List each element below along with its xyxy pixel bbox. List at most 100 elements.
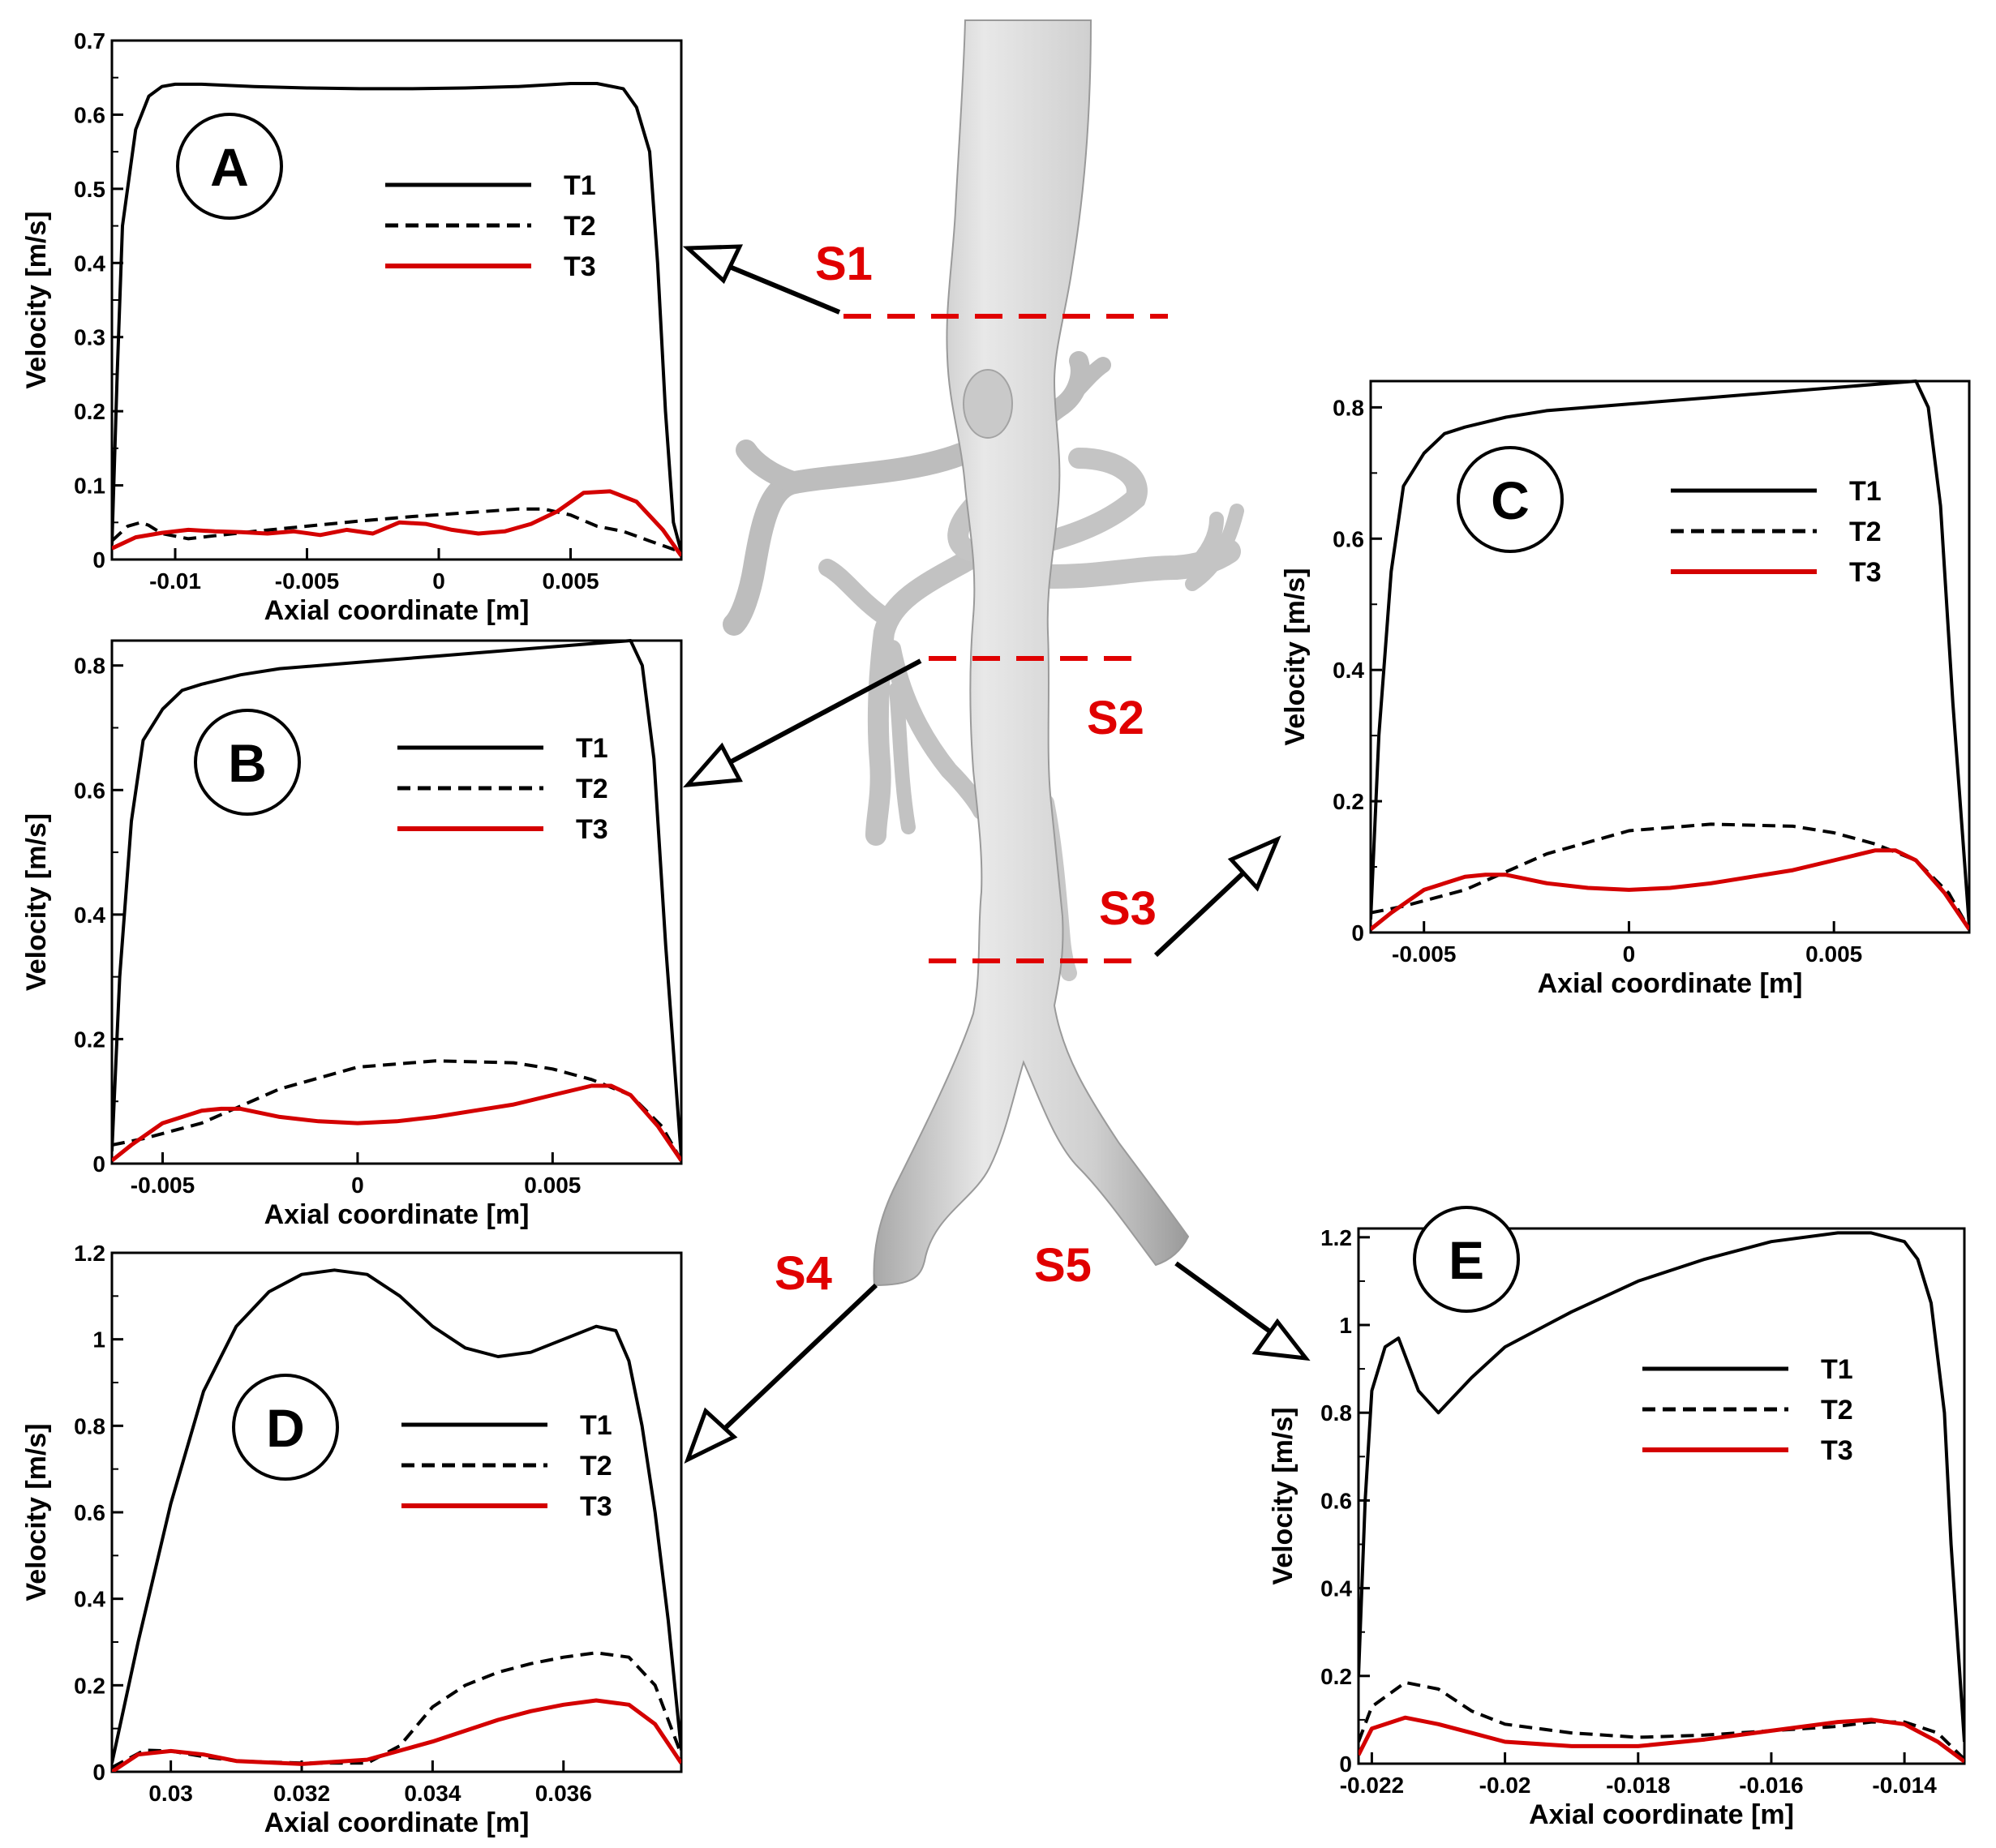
panel-badge-label: A: [210, 137, 249, 197]
panel-badge-label: D: [266, 1398, 305, 1458]
y-tick-label: 0.8: [74, 1413, 105, 1439]
arrow-s4-to-d: [684, 1283, 878, 1464]
branch-left-upper: [723, 443, 972, 636]
series-line-t2: [112, 507, 681, 554]
series-line-t3: [112, 489, 681, 557]
branch-right-mid-tip: [1185, 504, 1244, 591]
aorta-illustration: [723, 19, 1244, 1287]
y-tick-label: 0.6: [1320, 1488, 1352, 1513]
x-tick-label: -0.005: [1392, 941, 1456, 967]
panel-badge-label: E: [1449, 1230, 1484, 1290]
y-axis-label: Velocity [m/s]: [21, 1423, 52, 1601]
series-line-t1: [112, 82, 681, 553]
chart-panel-e: 00.20.40.60.811.2-0.022-0.02-0.018-0.016…: [1268, 1206, 1966, 1830]
y-tick-label: 0.6: [1333, 526, 1364, 551]
x-tick-label: 0.005: [542, 568, 599, 594]
x-tick-label: 0: [351, 1173, 364, 1198]
x-tick-label: -0.02: [1479, 1773, 1531, 1798]
x-tick-label: -0.005: [275, 568, 339, 594]
y-axis-label: Velocity [m/s]: [21, 211, 52, 388]
y-tick-label: 1.2: [1320, 1225, 1352, 1250]
x-axis-label: Axial coordinate [m]: [1529, 1799, 1794, 1830]
y-tick-label: 0: [1351, 920, 1364, 945]
branch-left-lower-2: [883, 640, 990, 820]
x-axis-label: Axial coordinate [m]: [264, 1807, 530, 1838]
s3-label: S3: [1099, 882, 1157, 935]
branch-right-loop: [947, 448, 1148, 564]
y-tick-label: 0.4: [1320, 1576, 1352, 1601]
y-tick-label: 0.2: [74, 1673, 105, 1698]
x-tick-label: 0.03: [148, 1781, 193, 1806]
s4-label: S4: [775, 1247, 832, 1300]
y-tick-label: 1.2: [74, 1241, 105, 1266]
y-tick-label: 0.6: [74, 778, 105, 803]
y-tick-label: 0.4: [74, 1587, 105, 1612]
branch-left-lower: [865, 549, 980, 846]
legend-label-t2: T2: [564, 211, 596, 242]
s5-label: S5: [1034, 1239, 1092, 1292]
y-tick-label: 0.2: [74, 399, 105, 424]
panel-badge-label: B: [228, 733, 267, 793]
arrow-s1-to-a: [682, 244, 841, 315]
y-tick-label: 1: [1339, 1313, 1352, 1338]
x-axis-label: Axial coordinate [m]: [264, 1199, 530, 1230]
x-tick-label: -0.014: [1872, 1773, 1937, 1798]
legend-label-t2: T2: [580, 1451, 612, 1481]
s2-label: S2: [1087, 692, 1144, 744]
panel-badge-circle: [176, 113, 283, 220]
legend-label-t2: T2: [576, 774, 608, 804]
legend-label-t3: T3: [1821, 1435, 1853, 1466]
y-axis-label: Velocity [m/s]: [1268, 1407, 1298, 1584]
x-tick-label: -0.01: [149, 568, 201, 594]
s1-label: S1: [815, 238, 873, 290]
arrow-s3-to-c: [1153, 835, 1281, 958]
panel-badge-circle: [1413, 1206, 1520, 1313]
legend-label-t1: T1: [1849, 476, 1882, 507]
x-tick-label: -0.018: [1606, 1773, 1670, 1798]
panel-badge-circle: [194, 709, 301, 816]
legend-label-t1: T1: [580, 1410, 612, 1441]
x-axis-label: Axial coordinate [m]: [264, 595, 530, 626]
x-tick-label: -0.016: [1739, 1773, 1803, 1798]
x-tick-label: 0.005: [524, 1173, 581, 1198]
aorta-trunk: [873, 19, 1190, 1287]
branch-left-upper-tip: [736, 439, 805, 493]
x-tick-label: 0.005: [1805, 941, 1862, 967]
x-tick-label: -0.005: [131, 1173, 195, 1198]
y-tick-label: 0.4: [74, 903, 105, 928]
series-line-t1: [1371, 379, 1969, 927]
y-tick-label: 0: [92, 547, 105, 572]
legend-label-t1: T1: [1821, 1354, 1853, 1385]
y-tick-label: 0.7: [74, 28, 105, 54]
series-line-t1: [112, 1268, 681, 1764]
legend-label-t3: T3: [1849, 557, 1882, 588]
x-axis-label: Axial coordinate [m]: [1538, 968, 1803, 999]
y-axis-label: Velocity [m/s]: [1280, 568, 1311, 745]
y-tick-label: 0.3: [74, 325, 105, 350]
series-line-t2: [112, 1059, 681, 1162]
y-tick-label: 0.8: [74, 654, 105, 679]
branch-right-upper-2: [1054, 357, 1111, 414]
aneurysm-bulge: [963, 369, 1013, 439]
plot-frame: [110, 39, 683, 561]
x-tick-label: -0.022: [1340, 1773, 1404, 1798]
legend-label-t2: T2: [1849, 517, 1882, 547]
x-tick-label: 0.034: [404, 1781, 461, 1806]
y-tick-label: 0.4: [1333, 658, 1364, 683]
y-tick-label: 0: [92, 1151, 105, 1177]
y-tick-label: 0.8: [1320, 1400, 1352, 1426]
section-markers: S1 S2 S3 S4 S5: [682, 238, 1311, 1464]
y-tick-label: 0.5: [74, 177, 105, 202]
y-tick-label: 0.6: [74, 1500, 105, 1525]
legend-label-t3: T3: [576, 814, 608, 845]
series-line-t1: [1359, 1231, 1964, 1743]
branch-left-lower-4: [889, 682, 916, 834]
plot-frame: [1357, 1227, 1966, 1765]
series-line-t3: [112, 1698, 681, 1772]
y-tick-label: 0.1: [74, 474, 105, 499]
x-tick-label: 0.036: [535, 1781, 592, 1806]
y-tick-label: 0: [92, 1760, 105, 1785]
